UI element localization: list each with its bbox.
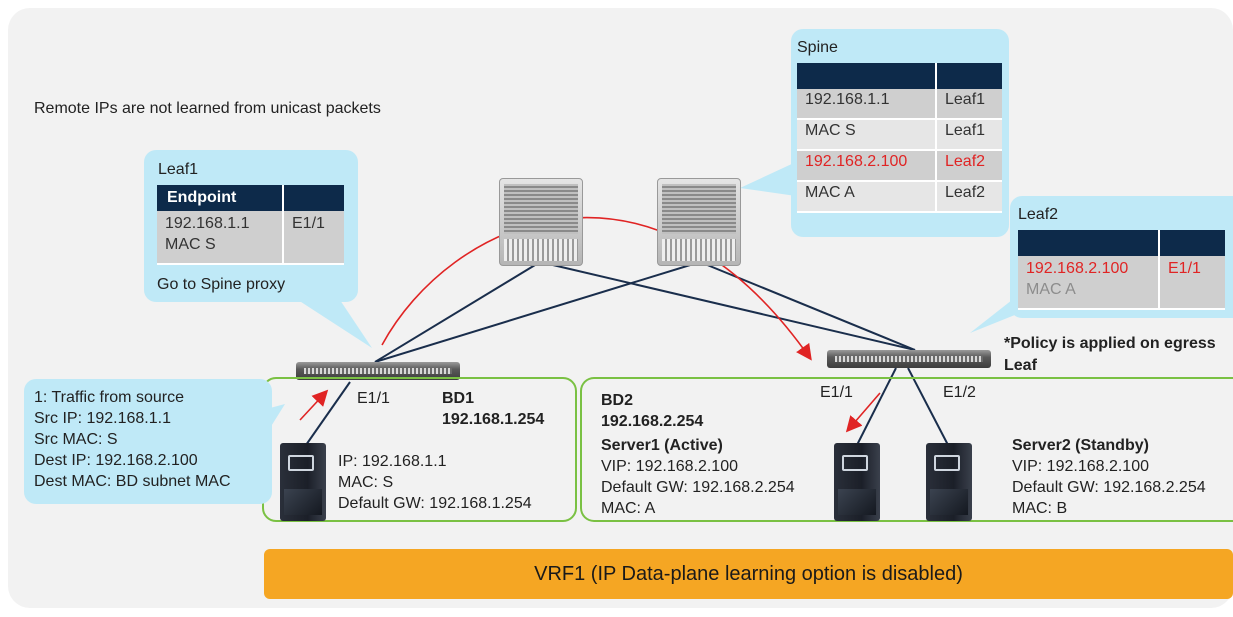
- page-title: Remote IPs are not learned from unicast …: [34, 100, 381, 117]
- leaf1-header-endpoint: Endpoint: [157, 185, 284, 211]
- leaf1-entry-port: E1/1: [283, 211, 344, 265]
- server1-vip: VIP: 192.168.2.100: [601, 458, 738, 475]
- leaf-switch-icon: [827, 350, 991, 368]
- leaf2-header-endpoint: [1018, 230, 1160, 256]
- link-leaf1-server: [305, 381, 351, 446]
- leaf2-entry-ip: 192.168.2.100: [1026, 260, 1129, 277]
- spine-switch-icon: [499, 178, 583, 266]
- bd1-host-ip: IP: 192.168.1.1: [338, 453, 447, 470]
- leaf2-entry-mac: MAC A: [1026, 281, 1076, 298]
- link-leaf2-server1: [856, 367, 897, 446]
- traffic-arc: [381, 216, 812, 361]
- bd1-subnet: 192.168.1.254: [442, 411, 545, 428]
- source-traffic-callout: [24, 379, 272, 504]
- server2-gw: Default GW: 192.168.2.254: [1012, 479, 1206, 496]
- vrf-banner: VRF1 (IP Data-plane learning option is d…: [264, 549, 1233, 599]
- spine-callout-tail: [740, 162, 796, 196]
- source-line: Src IP: 192.168.1.1: [34, 410, 171, 427]
- link-leaf1-spine1: [374, 261, 541, 363]
- spine-row-addr: 192.168.1.1: [797, 89, 937, 120]
- spine-row-node: Leaf2: [936, 181, 1002, 213]
- source-line: Src MAC: S: [34, 431, 118, 448]
- spine-switch-icon: [657, 178, 741, 266]
- traffic-arrow-down: [845, 392, 881, 433]
- server-icon: [280, 443, 326, 521]
- server1-title: Server1 (Active): [601, 437, 723, 454]
- source-callout-tail: [270, 404, 285, 428]
- leaf1-entry-mac: MAC S: [165, 236, 216, 253]
- spine-header-node: [936, 63, 1002, 89]
- leaf1-entry: 192.168.1.1 MAC S: [157, 211, 284, 265]
- server-icon: [834, 443, 880, 521]
- source-line: 1: Traffic from source: [34, 389, 184, 406]
- leaf2-entry-port: E1/1: [1159, 256, 1225, 310]
- spine-row-addr: MAC S: [797, 119, 937, 151]
- spine-row-node: Leaf1: [936, 89, 1002, 120]
- bd2-subnet: 192.168.2.254: [601, 413, 704, 430]
- bd1-host-mac: MAC: S: [338, 474, 394, 491]
- leaf2-label: Leaf2: [1018, 206, 1059, 223]
- link-leaf2-spine1: [539, 261, 916, 351]
- spine-table: 192.168.1.1 Leaf1 MAC S Leaf1 192.168.2.…: [797, 63, 1002, 213]
- policy-note: *Policy is applied on egress Leaf: [1004, 335, 1216, 374]
- source-line: Dest MAC: BD subnet MAC: [34, 473, 231, 490]
- server1-gw: Default GW: 192.168.2.254: [601, 479, 795, 496]
- bd1-name: BD1: [442, 390, 475, 407]
- server2-mac: MAC: B: [1012, 500, 1068, 517]
- leaf1-header-port: [283, 185, 344, 211]
- leaf2-header-port: [1159, 230, 1225, 256]
- source-line: Dest IP: 192.168.2.100: [34, 452, 198, 469]
- link-leaf2-spine2: [699, 261, 916, 351]
- vrf-banner-text: VRF1 (IP Data-plane learning option is d…: [534, 563, 963, 585]
- leaf2-entry: 192.168.2.100 MAC A: [1018, 256, 1160, 310]
- spine-header-addr: [797, 63, 937, 89]
- bd1-host-gw: Default GW: 192.168.1.254: [338, 495, 532, 512]
- bd2-port2: E1/2: [943, 384, 976, 401]
- server-icon: [926, 443, 972, 521]
- bd1-port: E1/1: [357, 390, 390, 407]
- leaf2-endpoint-table: 192.168.2.100 MAC A E1/1: [1018, 230, 1225, 310]
- leaf1-label: Leaf1: [158, 161, 199, 178]
- link-leaf2-server2: [907, 367, 949, 446]
- server2-title: Server2 (Standby): [1012, 437, 1149, 454]
- server1-mac: MAC: A: [601, 500, 656, 517]
- spine-row-node: Leaf1: [936, 119, 1002, 151]
- spine-row-node-highlight: Leaf2: [936, 150, 1002, 182]
- bd2-zone: [580, 377, 1233, 522]
- leaf-switch-icon: [296, 362, 460, 380]
- traffic-arrow-up: [299, 389, 329, 421]
- bd2-port1: E1/1: [820, 384, 853, 401]
- link-leaf1-spine2: [374, 261, 701, 363]
- leaf1-endpoint-table: Endpoint 192.168.1.1 MAC S E1/1: [157, 185, 344, 265]
- leaf1-entry-ip: 192.168.1.1: [165, 215, 250, 232]
- leaf1-callout-tail: [298, 300, 372, 348]
- spine-row-addr-highlight: 192.168.2.100: [797, 150, 937, 182]
- bd2-name: BD2: [601, 392, 634, 409]
- spine-row-addr: MAC A: [797, 181, 937, 213]
- leaf1-note: Go to Spine proxy: [157, 276, 286, 293]
- spine-label: Spine: [797, 39, 838, 56]
- server2-vip: VIP: 192.168.2.100: [1012, 458, 1149, 475]
